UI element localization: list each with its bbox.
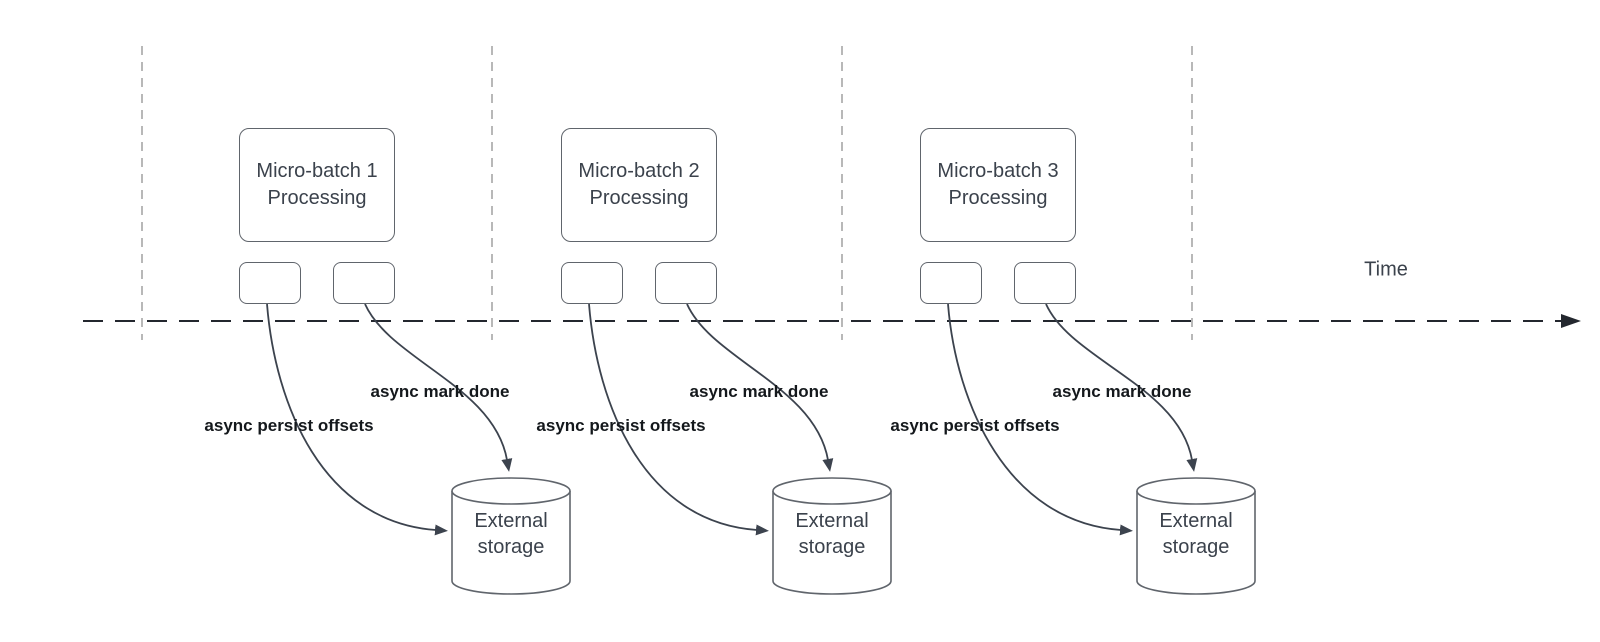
micro-batch-title: Micro-batch 1 xyxy=(256,160,378,182)
mark-done-label: async mark done xyxy=(689,382,829,401)
external-storage-label: External storage xyxy=(474,508,547,560)
micro-batch-2-persist-task-box xyxy=(561,262,623,304)
micro-batch-1-persist-task-box xyxy=(239,262,301,304)
micro-batch-subtitle: Processing xyxy=(948,187,1048,209)
external-storage-label-line: External xyxy=(1159,510,1233,532)
external-storage-label: External storage xyxy=(1159,508,1232,560)
external-storage-label: External storage xyxy=(795,508,868,560)
micro-batch-subtitle: Processing xyxy=(589,187,689,209)
micro-batch-title: Micro-batch 3 xyxy=(937,160,1059,182)
storage-cylinder-body xyxy=(1136,491,1256,595)
persist-offsets-label: async persist offsets xyxy=(890,416,1060,435)
external-storage-label-line: storage xyxy=(477,536,545,558)
mark-done-label: async mark done xyxy=(1052,382,1192,401)
micro-batch-1-mark-done-task-box xyxy=(333,262,395,304)
micro-batch-3-mark-done-task-box xyxy=(1014,262,1076,304)
external-storage-label-line: External xyxy=(795,510,869,532)
external-storage-label-line: External xyxy=(474,510,548,532)
storage-cylinder-top xyxy=(451,477,571,505)
storage-cylinder-top xyxy=(772,477,892,505)
time-axis-label: Time xyxy=(1364,258,1408,281)
mark-done-arrow xyxy=(364,303,513,472)
persist-offsets-label: async persist offsets xyxy=(204,416,374,435)
micro-batch-2-box: Micro-batch 2 Processing xyxy=(561,128,717,242)
micro-batch-1-box: Micro-batch 1 Processing xyxy=(239,128,395,242)
persist-offsets-arrow xyxy=(266,303,448,536)
persist-offsets-arrow xyxy=(947,303,1133,536)
micro-batch-3-persist-task-box xyxy=(920,262,982,304)
mark-done-label: async mark done xyxy=(370,382,510,401)
micro-batch-subtitle: Processing xyxy=(267,187,367,209)
mark-done-arrow xyxy=(1045,303,1198,472)
storage-cylinder-body xyxy=(451,491,571,595)
micro-batch-3-box: Micro-batch 3 Processing xyxy=(920,128,1076,242)
micro-batch-2-mark-done-task-box xyxy=(655,262,717,304)
storage-cylinder-body xyxy=(772,491,892,595)
persist-offsets-arrow xyxy=(588,303,769,536)
storage-cylinder-top xyxy=(1136,477,1256,505)
micro-batch-title: Micro-batch 2 xyxy=(578,160,700,182)
external-storage-label-line: storage xyxy=(1162,536,1230,558)
external-storage-label-line: storage xyxy=(798,536,866,558)
mark-done-arrow xyxy=(686,303,834,472)
persist-offsets-label: async persist offsets xyxy=(536,416,706,435)
